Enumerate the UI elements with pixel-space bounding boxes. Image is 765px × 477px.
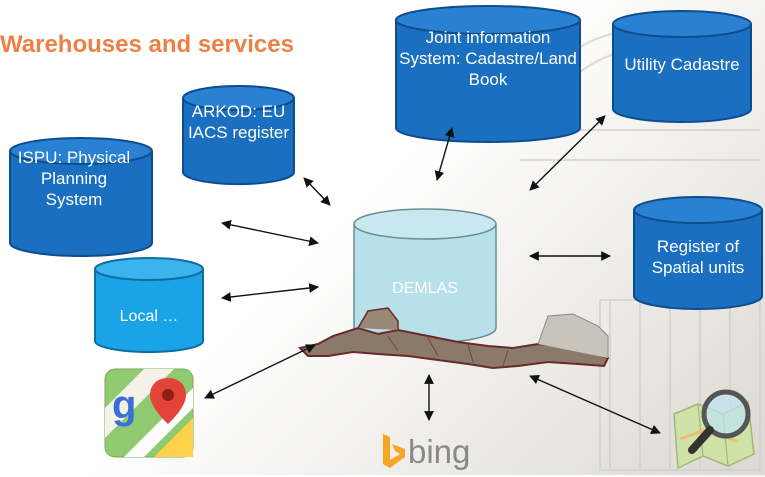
google-maps-icon: g xyxy=(104,368,194,458)
openstreetmap-search-icon xyxy=(668,384,762,472)
node-joint-information-system: Joint information System: Cadastre/Land … xyxy=(394,5,582,143)
node-label: Local … xyxy=(119,308,179,325)
bing-icon xyxy=(383,434,405,468)
node-local: Local … xyxy=(93,257,205,353)
node-register-spatial-units: Register of Spatial units xyxy=(632,196,764,310)
node-utility-cadastre: Utility Cadastre xyxy=(611,10,753,123)
node-label: Register of Spatial units xyxy=(651,237,745,277)
bing-label: bing xyxy=(408,433,471,470)
node-label: Joint information System: Cadastre/Land … xyxy=(399,28,577,89)
cylinder-shape xyxy=(612,10,752,123)
node-label: Utility Cadastre xyxy=(624,55,740,74)
node-label: DEMLAS xyxy=(392,280,458,297)
node-label: ISPU: Physical Planning System xyxy=(17,148,131,209)
cylinder-shape xyxy=(182,85,295,186)
page-title: Warehouses and services xyxy=(0,31,294,58)
node-arkod: ARKOD: EU IACS register xyxy=(181,85,296,186)
node-label: ARKOD: EU IACS register xyxy=(187,102,290,142)
bing-logo xyxy=(381,430,491,472)
cylinder-shape xyxy=(633,196,763,310)
node-ispu: ISPU: Physical Planning System xyxy=(8,137,154,257)
cylinder-shape xyxy=(395,5,581,143)
svg-text:g: g xyxy=(112,383,136,427)
croatia-map-image xyxy=(298,307,610,370)
cylinder-shape xyxy=(94,257,204,353)
cylinder-shape xyxy=(9,137,153,257)
